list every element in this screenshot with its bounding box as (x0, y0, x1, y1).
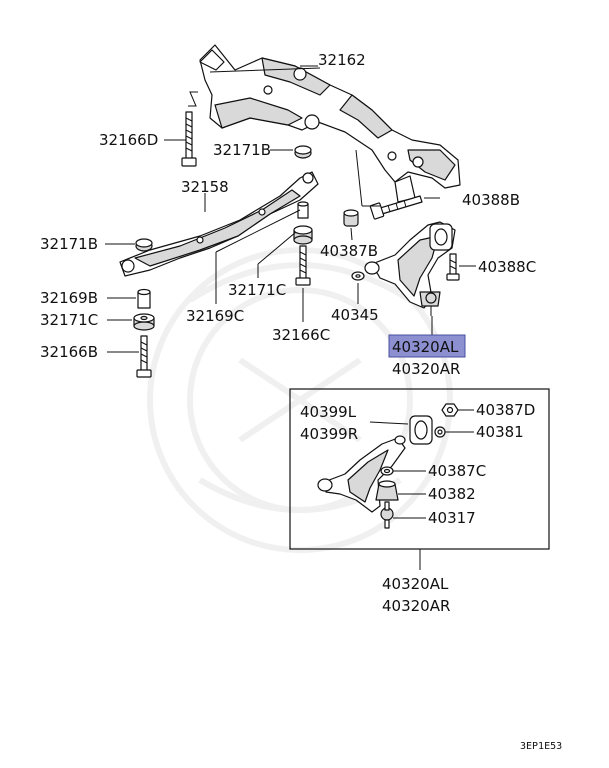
lower-arm-40320A-top[interactable] (364, 221, 456, 316)
label-40381[interactable]: 40381 (476, 423, 524, 441)
lower-arm-inset[interactable] (317, 435, 406, 513)
label-32162[interactable]: 32162 (318, 51, 366, 69)
label-32171C-left[interactable]: 32171C (40, 311, 98, 329)
crossmember-32162[interactable] (199, 44, 461, 203)
label-40399R[interactable]: 40399R (300, 425, 358, 443)
bolt-40388C[interactable] (446, 253, 460, 281)
bushing-32171C-left[interactable] (133, 313, 155, 331)
label-40382[interactable]: 40382 (428, 485, 476, 503)
label-40387B[interactable]: 40387B (320, 242, 378, 260)
inset-leader-lines (369, 409, 474, 519)
bushing-32171C-mid[interactable] (293, 225, 313, 245)
label-32158[interactable]: 32158 (181, 178, 229, 196)
washer-40381[interactable] (434, 426, 446, 438)
break-mark (188, 91, 198, 107)
label-32169B[interactable]: 32169B (40, 289, 98, 307)
brace-32158[interactable] (119, 171, 319, 277)
label-40388B[interactable]: 40388B (462, 191, 520, 209)
part-number-labels: 32162 32166D 32171B 32158 32171B 32169B … (40, 51, 562, 752)
label-40320AR-bottom[interactable]: 40320AR (382, 597, 450, 615)
bolt-32166C[interactable] (295, 245, 311, 286)
bushing-40399[interactable] (409, 415, 433, 445)
label-40387D[interactable]: 40387D (476, 401, 535, 419)
leader-lines (105, 65, 476, 570)
bolt-32166D[interactable] (181, 111, 197, 167)
detail-inset-box (289, 388, 550, 550)
label-40345[interactable]: 40345 (331, 306, 379, 324)
bushing-32171B-left[interactable] (135, 238, 153, 252)
label-32169C[interactable]: 32169C (186, 307, 244, 325)
part-number-highlight (388, 334, 466, 358)
bushing-32171B-top[interactable] (294, 145, 312, 159)
bushing-40387B[interactable] (343, 209, 359, 227)
diagram-code: 3EP1E53 (520, 741, 562, 752)
label-40399L[interactable]: 40399L (300, 403, 357, 421)
ball-joint-40317[interactable] (380, 501, 394, 529)
nut-40387D[interactable] (441, 403, 459, 417)
washer-40345[interactable] (351, 271, 365, 281)
label-32171B-left[interactable]: 32171B (40, 235, 98, 253)
label-40388C[interactable]: 40388C (478, 258, 536, 276)
label-32166D[interactable]: 32166D (99, 131, 158, 149)
label-40317[interactable]: 40317 (428, 509, 476, 527)
label-40387C[interactable]: 40387C (428, 462, 486, 480)
label-32166B[interactable]: 32166B (40, 343, 98, 361)
label-40320AL-bottom[interactable]: 40320AL (382, 575, 449, 593)
bolt-40388B[interactable] (369, 195, 423, 220)
collar-32169B[interactable] (137, 288, 151, 309)
label-32166C[interactable]: 32166C (272, 326, 330, 344)
ring-40387C[interactable] (380, 466, 394, 476)
boot-40382[interactable] (375, 480, 399, 501)
label-40320AL-highlighted[interactable]: 40320AL (392, 338, 459, 356)
label-40320AR-top[interactable]: 40320AR (392, 360, 460, 378)
label-32171B-top[interactable]: 32171B (213, 141, 271, 159)
bolt-32166B[interactable] (136, 335, 152, 378)
label-32171C-mid[interactable]: 32171C (228, 281, 286, 299)
